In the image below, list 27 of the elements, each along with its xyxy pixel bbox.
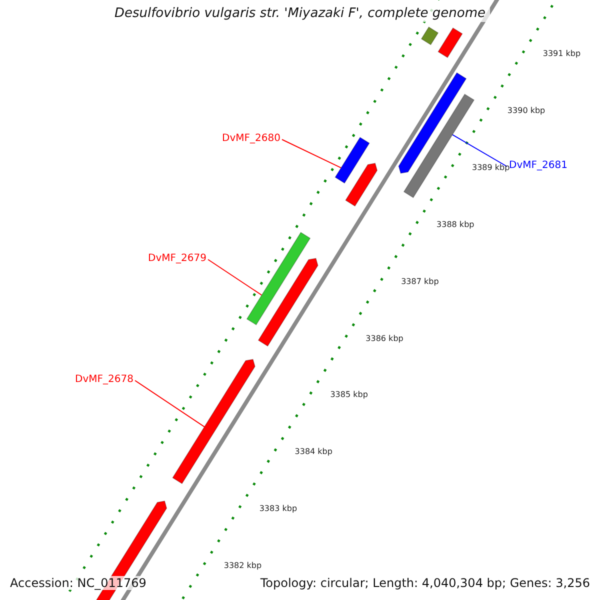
scale-label: 3391 kbp — [542, 49, 581, 58]
scale-label: 3387 kbp — [401, 276, 439, 286]
gene-feature-bar — [172, 358, 256, 484]
leader-line — [208, 259, 262, 296]
gene-label: DvMF_2681 — [509, 160, 568, 171]
gene-feature-bar — [345, 162, 378, 207]
scale-label: 3390 kbp — [507, 106, 546, 116]
gene-label: DvMF_2678 — [75, 374, 134, 385]
leader-line — [134, 380, 205, 428]
genome-summary-text: Topology: circular; Length: 4,040,304 bp; Genes: 3,256 — [258, 576, 592, 590]
gene-feature-bar — [258, 258, 318, 347]
scale-label: 3385 kbp — [330, 390, 368, 400]
gene-feature-bar — [438, 27, 463, 58]
accession-text: Accession: NC_011769 — [8, 576, 148, 590]
scale-label: 3389 kbp — [472, 162, 510, 172]
gene-feature-bar — [398, 72, 467, 174]
scale-label: 3382 kbp — [224, 561, 262, 570]
scale-label: 3384 kbp — [294, 447, 332, 456]
gene-label: DvMF_2679 — [148, 253, 206, 264]
scale-label: 3386 kbp — [366, 334, 404, 343]
leader-line — [452, 134, 508, 167]
leader-line — [282, 139, 342, 168]
gene-label: DvMF_2680 — [222, 133, 280, 144]
gene-feature-bar — [246, 232, 311, 326]
gene-feature-bar — [334, 136, 370, 184]
scale-label: 3383 kbp — [259, 504, 298, 514]
scale-label: 3388 kbp — [436, 220, 474, 229]
